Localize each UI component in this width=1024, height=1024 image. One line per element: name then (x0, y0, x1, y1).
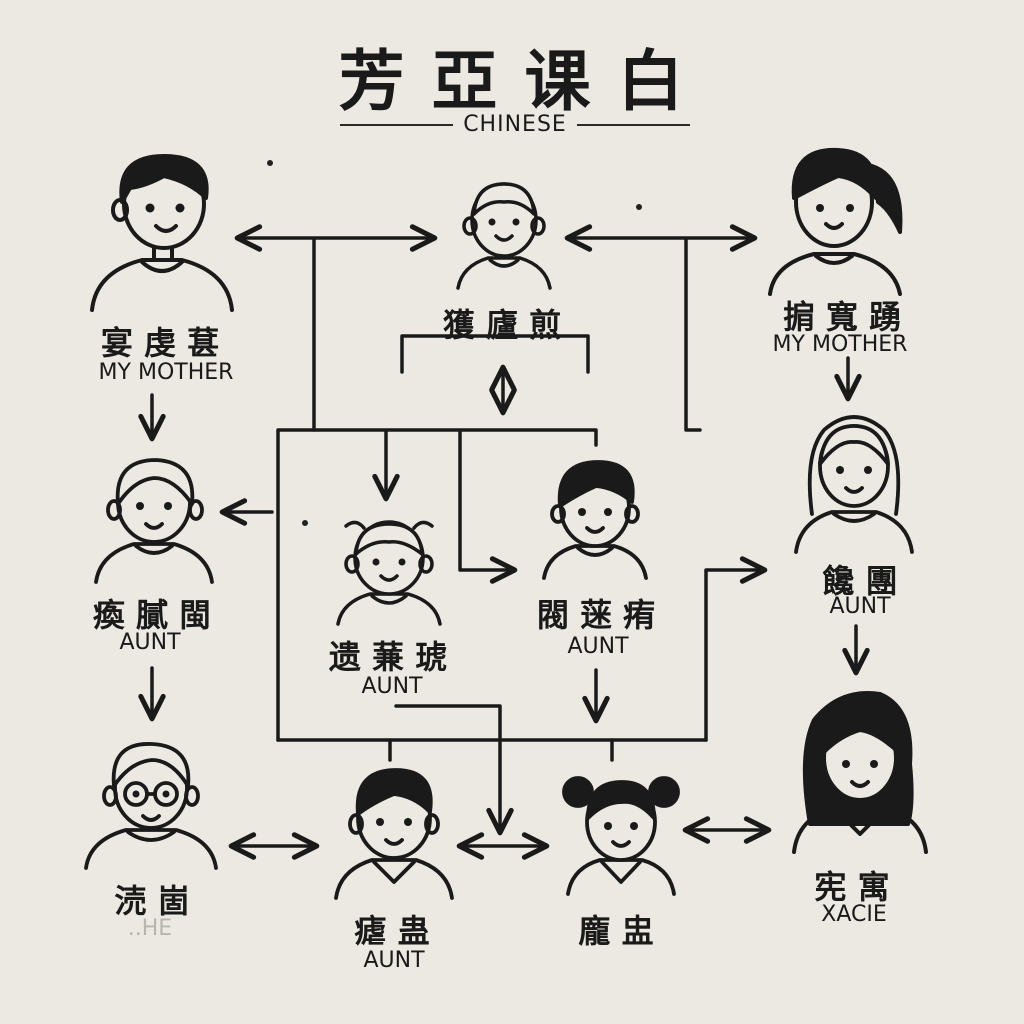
woman-kimono-icon (792, 691, 928, 854)
line-junction-box (276, 428, 598, 742)
girl-buns-icon (336, 520, 442, 626)
boy-icon (542, 460, 648, 580)
arrow-p5-to-p10 (394, 704, 514, 836)
person-8-name-cn: 涜 崮 (114, 882, 190, 920)
person-2-name-cn: 獲 廬 煎 (442, 306, 562, 344)
subtitle-rule-left (340, 123, 454, 126)
arrow-junction-to-p6 (458, 430, 518, 584)
person-7-name-cn: 饞 團 (822, 562, 898, 600)
person-1-name-en: MY MOTHER (98, 360, 234, 385)
person-9-name-cn: 瘧 蛊 (354, 912, 430, 950)
decor-dot (302, 520, 308, 526)
boy-collar-icon (334, 768, 454, 900)
person-glasses-icon (84, 742, 218, 870)
diagram-subtitle: CHINESE (463, 112, 567, 137)
decor-dot (636, 204, 642, 210)
person-6-name-cn: 閥 蒾 痏 (536, 596, 656, 634)
person-5-name-cn: 遗 蒹 琥 (328, 638, 448, 676)
person-6-name-en: AUNT (567, 634, 629, 659)
person-4-name-cn: 瘓 膩 閩 (92, 596, 212, 634)
line-p3-branch (684, 238, 702, 432)
bracket-center (400, 334, 590, 374)
person-8-name-en: ..HE (127, 916, 173, 941)
person-10-name-cn: 龐 盅 (578, 912, 654, 950)
person-7-name-en: AUNT (829, 594, 891, 619)
child-icon (456, 182, 552, 290)
subtitle-row: CHINESE (340, 112, 690, 137)
person-9-name-en: AUNT (363, 948, 425, 973)
woman-long-hair-icon (794, 415, 914, 554)
person-3-name-cn: 掮 寬 踴 (782, 298, 902, 336)
subtitle-rule-right (576, 123, 690, 126)
person-5-name-en: AUNT (361, 674, 423, 699)
woman-ponytail-icon (768, 147, 903, 296)
arrow-frame-to-p7 (704, 556, 768, 742)
person-11-name-en: XACIE (821, 902, 887, 927)
woman-short-hair-icon (94, 458, 214, 584)
diagram-title: 芳 亞 课 白 (338, 43, 686, 120)
decor-dot (267, 160, 273, 166)
man-short-hair-icon (90, 154, 234, 312)
person-4-name-en: AUNT (119, 630, 181, 655)
girl-twin-buns-icon (562, 776, 680, 896)
person-3-name-en: MY MOTHER (772, 332, 908, 357)
person-1-name-cn: 宴 虔 葚 (100, 324, 220, 362)
person-11-name-cn: 宪 寓 (814, 868, 890, 906)
